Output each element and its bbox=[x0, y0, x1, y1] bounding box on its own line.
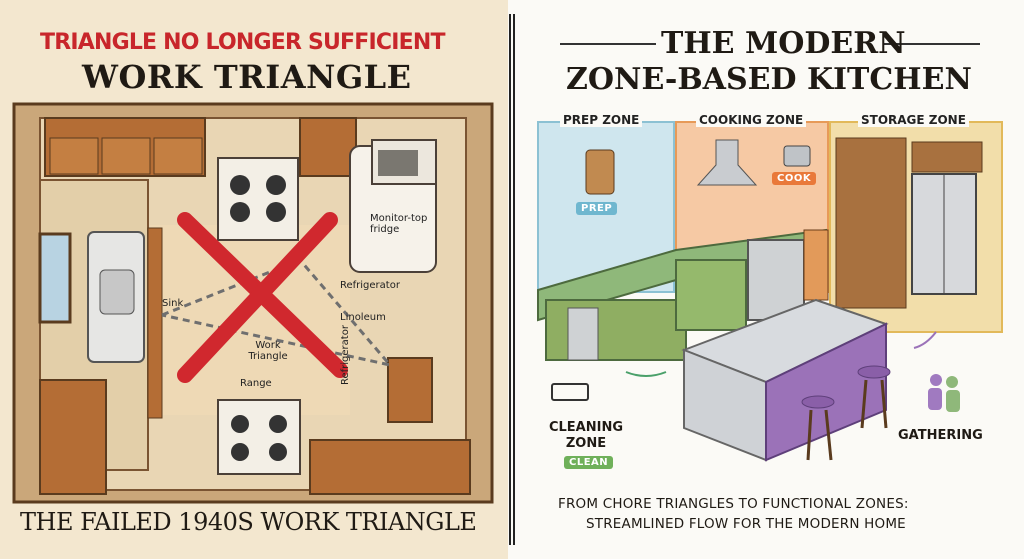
prep-tag: PREP bbox=[576, 202, 618, 215]
label-monitor-fridge: Monitor-top fridge bbox=[370, 213, 428, 235]
top-stove bbox=[217, 157, 299, 241]
zone-kitchen-illustration bbox=[537, 121, 1003, 462]
right-panel: THE MODERN ZONE-BASED KITCHEN bbox=[516, 0, 1024, 559]
left-panel: TRIANGLE NO LONGER SUFFICIENT WORK TRIAN… bbox=[0, 0, 508, 559]
prep-zone-title: PREP ZONE bbox=[560, 113, 643, 127]
cook-tag: COOK bbox=[772, 172, 817, 185]
sink bbox=[87, 231, 145, 363]
label-work-triangle: Work Triangle bbox=[248, 340, 288, 362]
right-title-line2: ZONE-BASED KITCHEN bbox=[566, 62, 972, 97]
floor-plan bbox=[12, 102, 494, 504]
left-title: WORK TRIANGLE bbox=[82, 58, 412, 96]
label-refrigerator-top: Refrigerator bbox=[340, 280, 400, 291]
label-sink: Sink bbox=[162, 298, 184, 309]
panel-divider bbox=[508, 0, 516, 559]
right-title-line1: THE MODERN bbox=[661, 26, 906, 61]
label-range: Range bbox=[240, 378, 272, 389]
monitor-top-fridge bbox=[349, 139, 437, 273]
clean-tag: CLEAN bbox=[564, 456, 614, 469]
bottom-range bbox=[217, 399, 301, 475]
headline: TRIANGLE NO LONGER SUFFICIENT bbox=[40, 30, 445, 55]
right-caption-line1: FROM CHORE TRIANGLES TO FUNCTIONAL ZONES… bbox=[558, 496, 909, 512]
right-caption-line2: STREAMLINED FLOW FOR THE MODERN HOME bbox=[586, 516, 906, 532]
cooking-zone-title: COOKING ZONE bbox=[696, 113, 807, 127]
left-caption: THE FAILED 1940S WORK TRIANGLE bbox=[20, 508, 477, 536]
gathering-label: GATHERING bbox=[898, 428, 983, 443]
headline-red-word: TRIANGLE bbox=[40, 30, 157, 55]
storage-zone-title: STORAGE ZONE bbox=[858, 113, 969, 127]
headline-rest: NO LONGER SUFFICIENT bbox=[163, 30, 445, 55]
label-linoleum: Linoleum bbox=[340, 312, 386, 323]
label-refrigerator-side: Refrigerator bbox=[340, 325, 351, 385]
cleaning-zone-label: CLEANING ZONE bbox=[548, 420, 624, 451]
